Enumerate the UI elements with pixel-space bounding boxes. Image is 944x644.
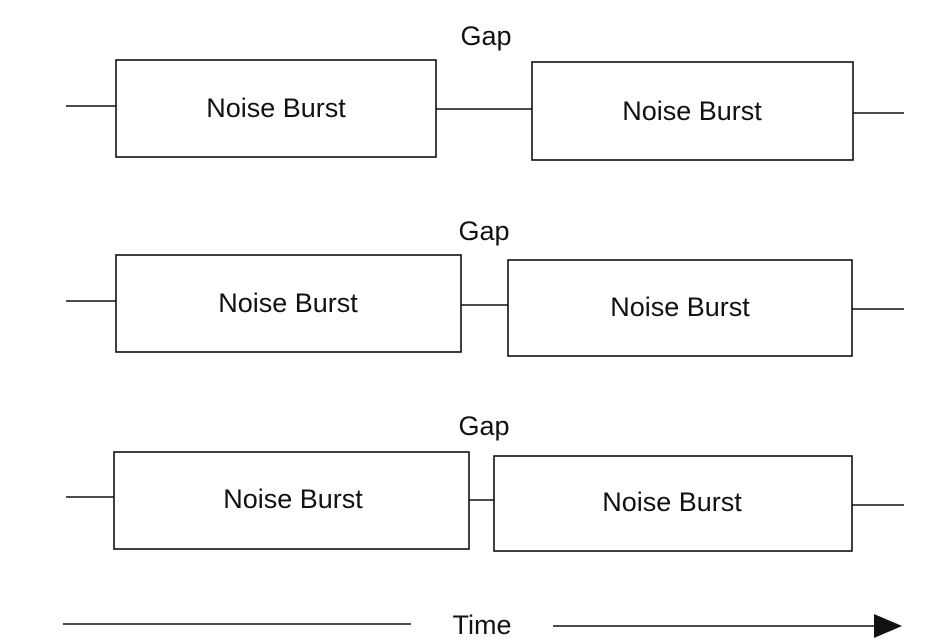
noise-burst-box [115,254,462,353]
gap-label: Gap [460,21,511,51]
row-1: Gap Noise Burst Noise Burst [66,21,904,161]
noise-burst-label: Noise Burst [218,288,358,318]
noise-burst-box [507,259,853,357]
time-label: Time [453,610,512,640]
noise-burst-label: Noise Burst [206,93,346,123]
time-axis: Time [63,610,902,640]
noise-burst-label: Noise Burst [622,96,762,126]
noise-burst-label: Noise Burst [602,487,742,517]
noise-burst-box [115,59,437,158]
noise-burst-box [493,455,853,552]
noise-burst-box [113,451,470,550]
noise-burst-label: Noise Burst [223,484,363,514]
row-3: Gap Noise Burst Noise Burst [66,411,904,552]
noise-burst-label: Noise Burst [610,292,750,322]
row-2: Gap Noise Burst Noise Burst [66,216,904,357]
gap-label: Gap [458,216,509,246]
noise-burst-box [531,61,854,161]
gap-label: Gap [458,411,509,441]
arrow-right-icon [874,614,902,638]
